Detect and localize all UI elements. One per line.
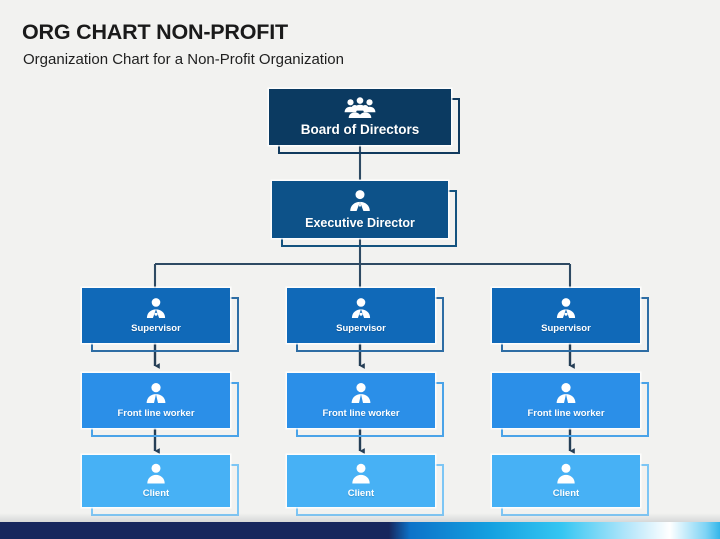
client-person-icon [350,463,372,489]
node-body[interactable]: Supervisor [492,288,640,343]
node-supervisor-2[interactable]: Supervisor [287,288,444,352]
footer-shadow [0,513,720,522]
node-body[interactable]: Supervisor [82,288,230,343]
node-client-3[interactable]: Client [492,455,649,516]
supervisor-person-icon [554,297,578,324]
node-label: Supervisor [336,323,386,335]
node-body[interactable]: Client [492,455,640,507]
node-client-1[interactable]: Client [82,455,239,516]
node-body[interactable]: Front line worker [82,373,230,428]
node-label: Supervisor [131,323,181,335]
worker-person-icon [144,382,168,409]
node-front-line-worker-2[interactable]: Front line worker [287,373,444,437]
worker-person-icon [554,382,578,409]
businessperson-icon [347,189,373,217]
node-body[interactable]: Front line worker [287,373,435,428]
node-label: Front line worker [117,408,195,420]
node-body[interactable]: Board of Directors [269,89,451,145]
page-subtitle: Organization Chart for a Non-Profit Orga… [23,51,344,68]
node-client-2[interactable]: Client [287,455,444,516]
node-front-line-worker-1[interactable]: Front line worker [82,373,239,437]
supervisor-person-icon [349,297,373,324]
node-supervisor-3[interactable]: Supervisor [492,288,649,352]
node-label: Front line worker [527,408,605,420]
node-body[interactable]: Executive Director [272,181,448,238]
worker-person-icon [349,382,373,409]
node-body[interactable]: Client [287,455,435,507]
node-label: Board of Directors [300,121,420,137]
node-label: Client [142,488,170,500]
node-executive-director[interactable]: Executive Director [272,181,457,247]
node-label: Supervisor [541,323,591,335]
footer-accent-bar [0,522,720,539]
node-body[interactable]: Client [82,455,230,507]
org-chart: Board of Directors Executive Director [82,89,649,516]
node-label: Executive Director [305,215,415,230]
node-label: Client [552,488,580,500]
node-front-line-worker-3[interactable]: Front line worker [492,373,649,437]
node-supervisor-1[interactable]: Supervisor [82,288,239,352]
client-person-icon [145,463,167,489]
node-board-of-directors[interactable]: Board of Directors [269,89,460,154]
client-person-icon [555,463,577,489]
node-label: Front line worker [322,408,400,420]
node-body[interactable]: Front line worker [492,373,640,428]
page-title: ORG CHART NON-PROFIT [22,20,288,44]
node-body[interactable]: Supervisor [287,288,435,343]
group-of-people-icon [343,97,377,123]
connector-lines [153,145,575,454]
node-label: Client [347,488,375,500]
supervisor-person-icon [144,297,168,324]
